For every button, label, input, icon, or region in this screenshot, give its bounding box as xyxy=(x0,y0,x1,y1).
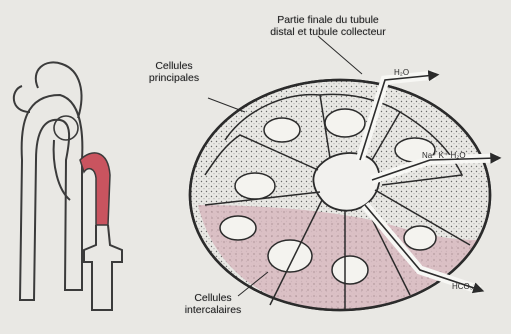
arrow-top-label: H₂O xyxy=(394,68,409,77)
principal-cells-line2: principales xyxy=(126,72,222,84)
principal-cells-label: Cellules principales xyxy=(126,60,222,84)
highlighted-collecting-tubule xyxy=(80,153,110,225)
nephron-sketch xyxy=(14,62,83,300)
segment-title: Partie finale du tubule distal et tubule… xyxy=(218,14,438,38)
segment-title-line1: Partie finale du tubule xyxy=(218,14,438,26)
principal-cells-line1: Cellules xyxy=(126,60,222,72)
segment-title-line2: distal et tubule collecteur xyxy=(218,26,438,38)
collecting-duct-sketch xyxy=(84,225,122,310)
intercalated-cells-line2: intercalaires xyxy=(165,304,261,316)
arrow-bottom-label: HCO₃⁻ xyxy=(452,282,477,291)
arrow-mid-label: Na⁺ K⁺ H₂O xyxy=(422,151,466,160)
intercalated-cells-line1: Cellules xyxy=(165,292,261,304)
intercalated-cells-label: Cellules intercalaires xyxy=(165,292,261,316)
